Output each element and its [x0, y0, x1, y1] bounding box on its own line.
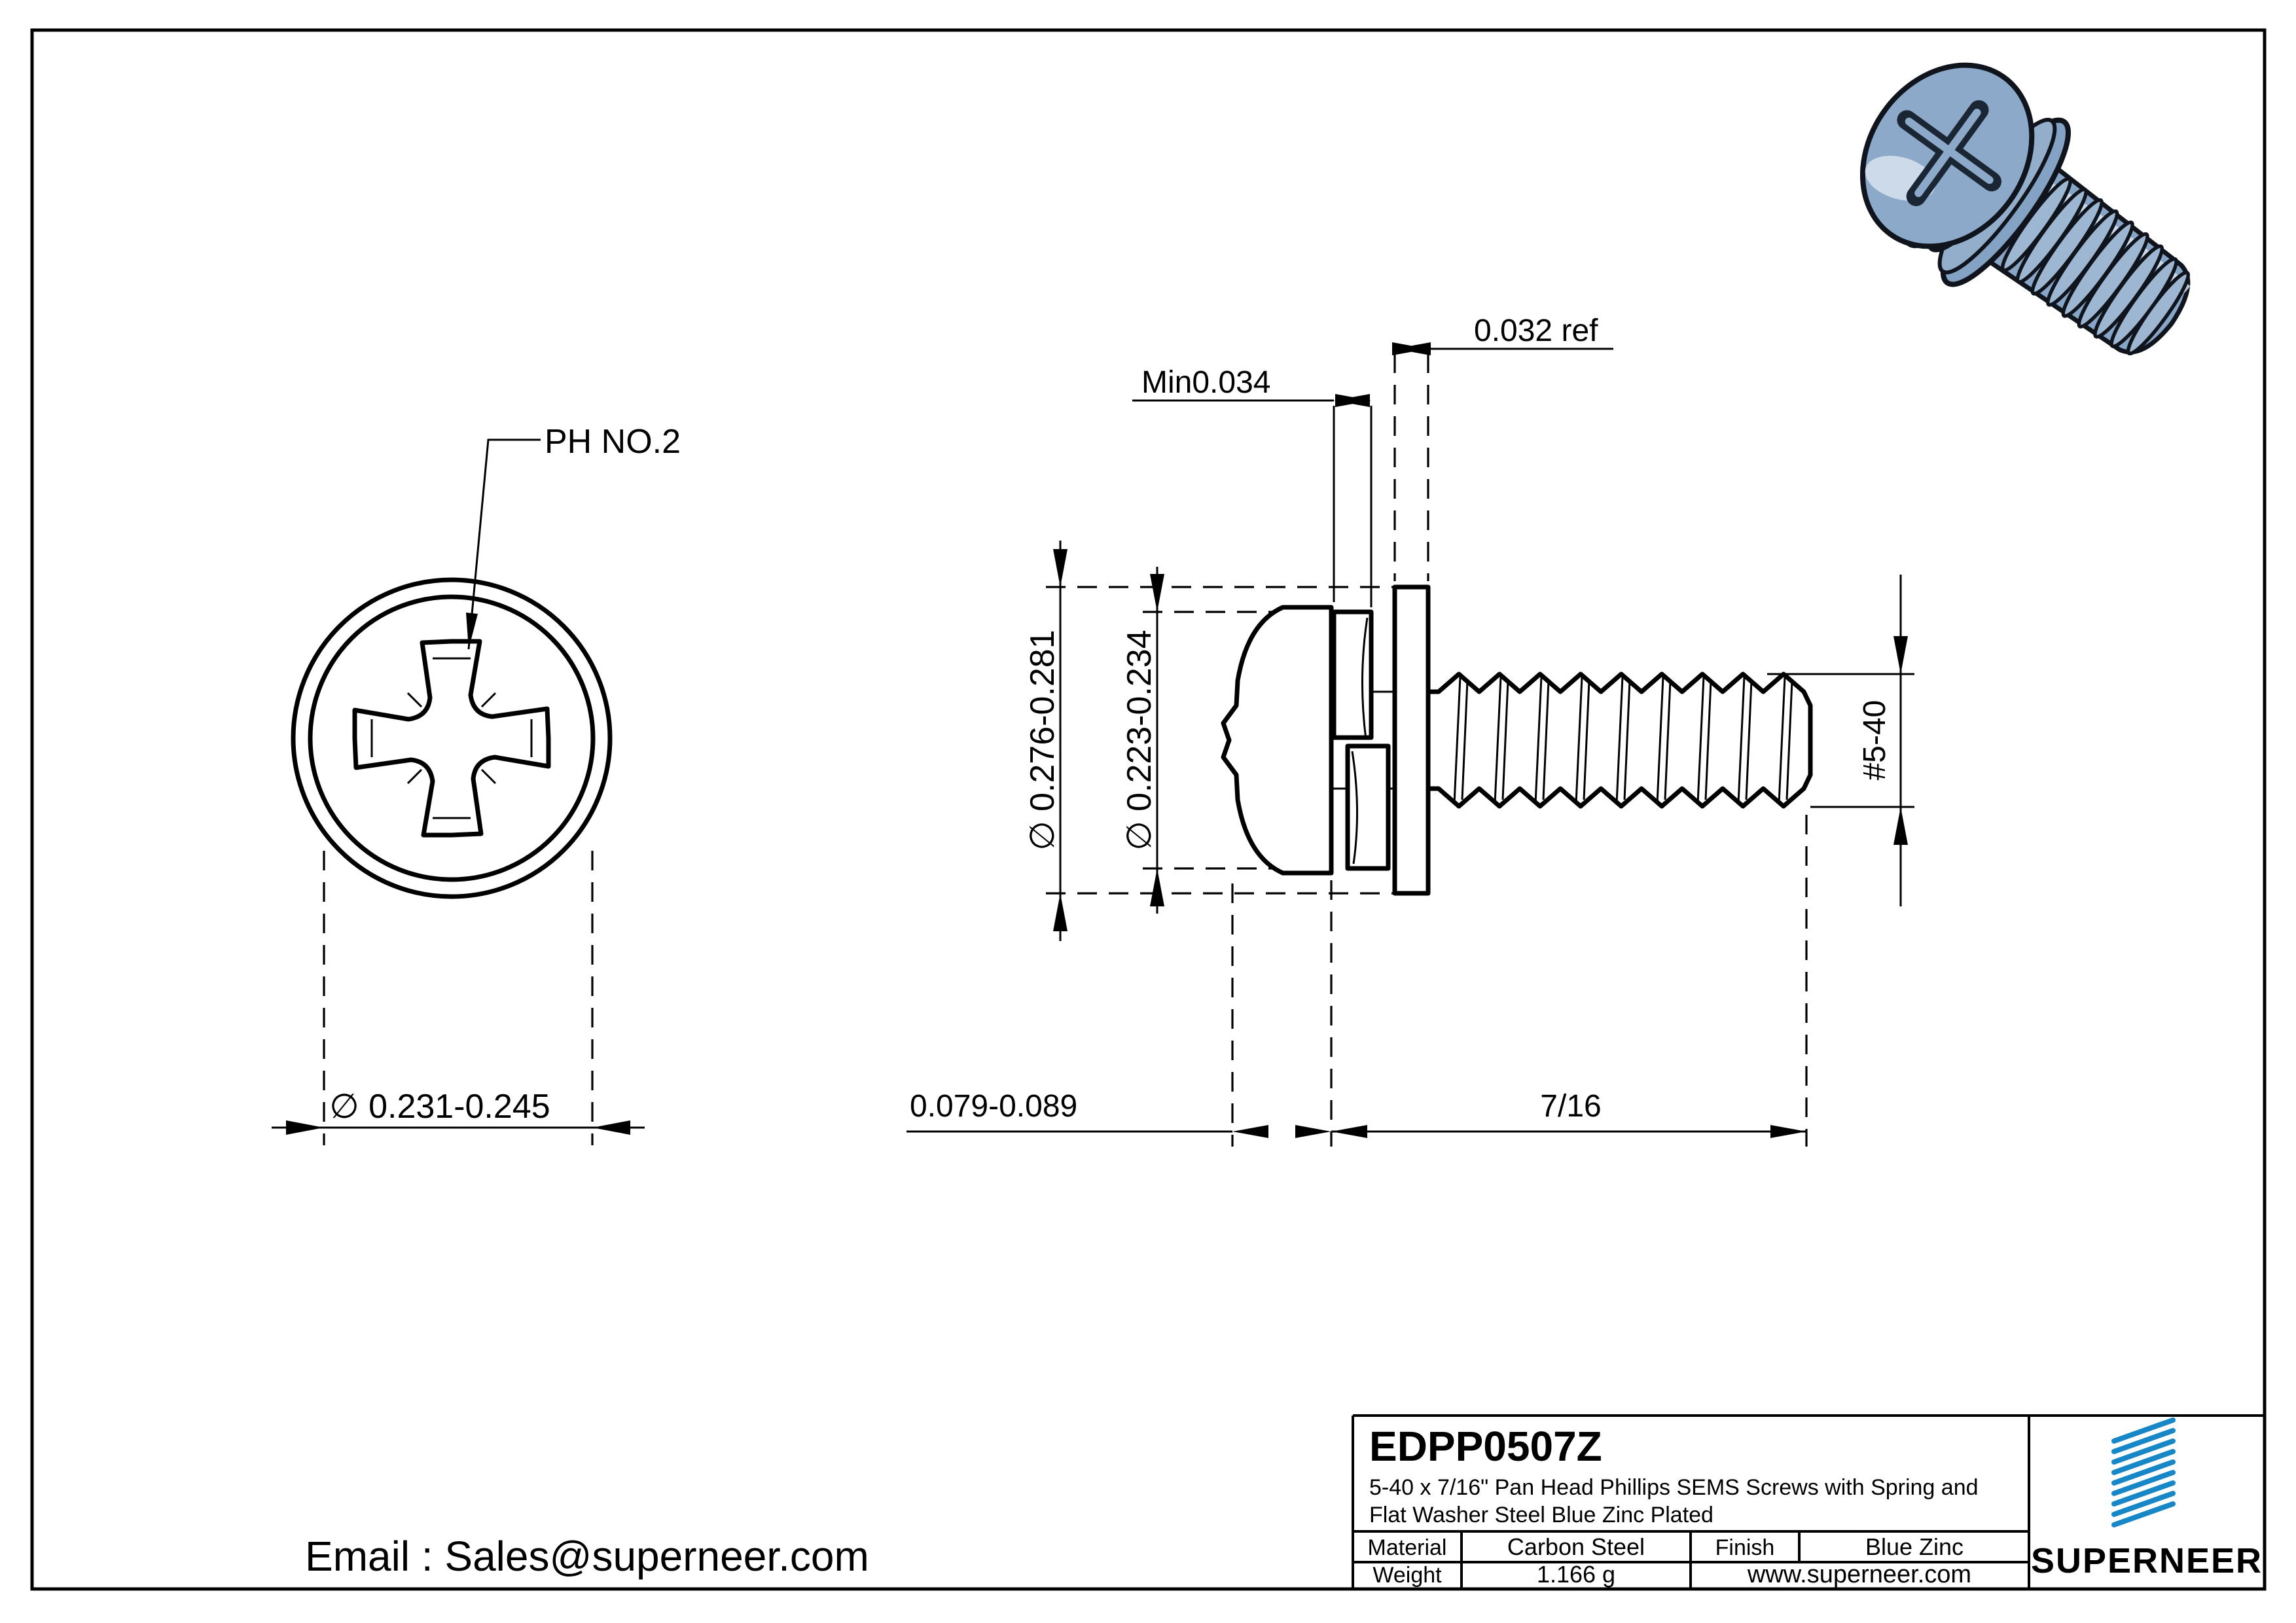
- dim-washer-od: ∅ 0.276-0.281: [1024, 541, 1395, 941]
- description-line2: Flat Washer Steel Blue Zinc Plated: [1369, 1503, 1713, 1527]
- pan-head-outline-circle: [308, 594, 596, 882]
- thread-helix-lines-a: [1453, 676, 1786, 804]
- dim-thread-diameter: ∅ 0.231-0.245: [272, 851, 645, 1145]
- thread-profile: [1426, 671, 1813, 809]
- weight-value: 1.166 g: [1537, 1561, 1615, 1588]
- website-link[interactable]: www.superneer.com: [1747, 1561, 1971, 1588]
- flat-washer-profile: [1392, 584, 1431, 896]
- dim-spring-washer-min: Min0.034: [1132, 365, 1372, 607]
- ph-label: PH NO.2: [545, 423, 681, 461]
- drawing-border: [30, 28, 2267, 1591]
- render-phillips-cross-icon: [1897, 100, 2001, 206]
- spring-washer-profile: [1331, 609, 1391, 871]
- ph-callout: PH NO.2: [466, 423, 681, 650]
- leader-arrowhead: [466, 613, 478, 649]
- material-value: Carbon Steel: [1507, 1533, 1645, 1560]
- dim-flat-washer-thickness: 0.032 ref: [1392, 313, 1613, 581]
- part-number: EDPP0507Z: [1369, 1423, 1602, 1470]
- spring-min-text: Min0.034: [1141, 365, 1270, 400]
- dim-thread-size: #5-40: [1767, 575, 1914, 906]
- side-view: ∅ 0.276-0.281 ∅ 0.223-0.234 Min0.034 0.0…: [906, 313, 1914, 1147]
- thread-length-text: 7/16: [1540, 1089, 1601, 1124]
- brand-name: SUPERNEER: [2031, 1541, 2263, 1580]
- thread-dia-text: ∅ 0.231-0.245: [329, 1088, 550, 1126]
- render-thread-ridges: [2000, 177, 2191, 356]
- finish-value: Blue Zinc: [1865, 1533, 1964, 1560]
- finish-label: Finish: [1715, 1535, 1775, 1560]
- phillips-cross-wing-lines: [406, 692, 497, 785]
- screw-3d-render: [1859, 62, 2191, 356]
- dim-head-height: 0.079-0.089: [906, 880, 1333, 1147]
- material-label: Material: [1368, 1535, 1447, 1560]
- thread-size-text: #5-40: [1857, 700, 1892, 781]
- superneer-logo-icon: [2111, 1418, 2176, 1527]
- shank-segments: [1331, 690, 1395, 790]
- thread-helix-lines-b: [1461, 680, 1793, 800]
- head-od-text: ∅ 0.223-0.234: [1121, 630, 1158, 850]
- weight-label: Weight: [1372, 1563, 1442, 1588]
- contact-email: Email : Sales@superneer.com: [305, 1533, 869, 1580]
- head-height-text: 0.079-0.089: [910, 1089, 1077, 1124]
- washer-thickness-text: 0.032 ref: [1474, 313, 1598, 348]
- phillips-cross-recess: [352, 639, 551, 838]
- dim-head-od: ∅ 0.223-0.234: [1121, 567, 1276, 914]
- pan-head-profile: [1221, 605, 1334, 876]
- front-view: PH NO.2 ∅ 0.231-0.245: [272, 423, 681, 1145]
- dim-thread-length: 7/16: [1331, 815, 1808, 1147]
- phillips-cross-tip-lines: [370, 657, 533, 819]
- flat-washer-outline-circle: [291, 577, 613, 899]
- description-line1: 5-40 x 7/16" Pan Head Phillips SEMS Scre…: [1369, 1475, 1979, 1500]
- washer-od-text: ∅ 0.276-0.281: [1024, 630, 1062, 850]
- title-block: EDPP0507Z 5-40 x 7/16" Pan Head Phillips…: [1352, 1414, 2265, 1589]
